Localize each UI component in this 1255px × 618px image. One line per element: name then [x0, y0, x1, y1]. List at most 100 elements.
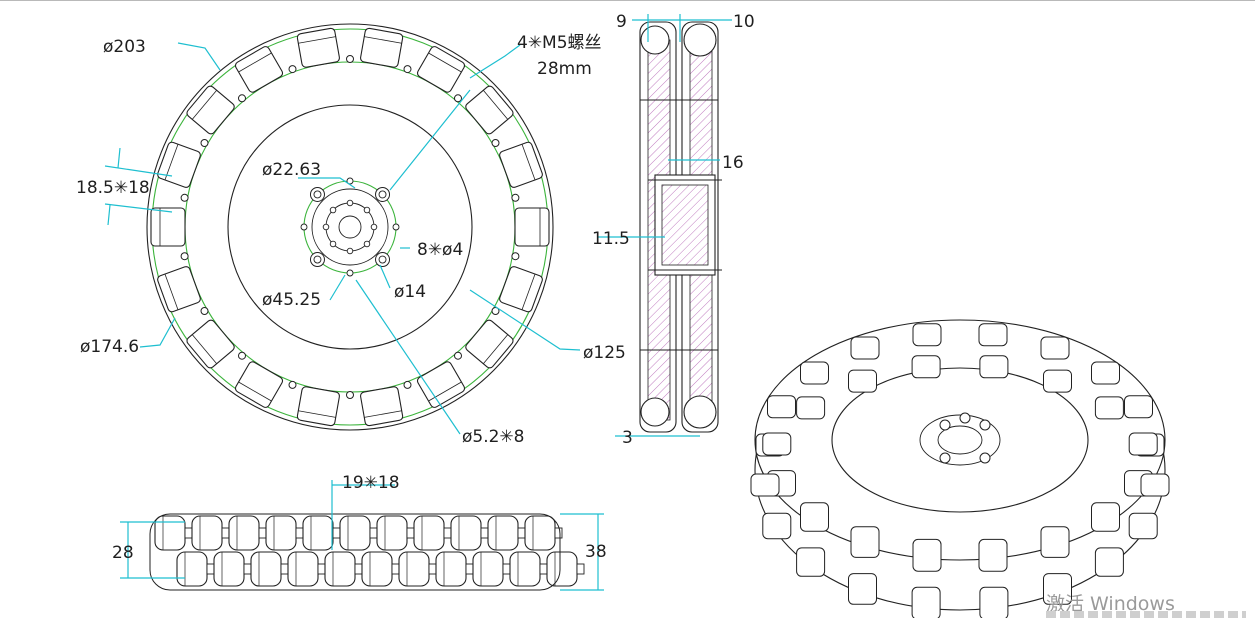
side-section-view: [639, 21, 722, 433]
iso-roller: [762, 432, 792, 456]
roller: [499, 266, 543, 313]
roller-axle-hole: [403, 380, 412, 389]
bottom-axle: [258, 527, 267, 539]
front-leaders: [104, 42, 581, 435]
roller-edge: [238, 52, 272, 73]
label-d203: ø203: [103, 37, 146, 57]
iso-roller: [1091, 361, 1120, 385]
roller-axle-hole: [454, 351, 462, 360]
roller: [234, 46, 284, 93]
roller-edge: [238, 381, 272, 402]
pin-hole: [329, 240, 337, 248]
label-side-10: 10: [733, 12, 755, 32]
bottom-roller: [324, 551, 356, 587]
isometric-rollers: [750, 323, 1170, 618]
bottom-roller: [435, 551, 467, 587]
pin-hole: [322, 223, 330, 231]
iso-hub-bolt: [979, 419, 991, 431]
roller-ring: [150, 27, 550, 427]
roller-axle-hole: [180, 252, 189, 261]
hub-flange: [311, 188, 389, 266]
bottom-axle: [576, 563, 585, 575]
iso-roller: [1128, 432, 1158, 456]
bottom-leaders: [120, 480, 604, 591]
roller-axle-hole: [346, 391, 354, 399]
bolt-hole: [375, 252, 391, 268]
pin-hole: [346, 247, 354, 255]
iso-roller: [912, 323, 942, 347]
bolt-hole: [309, 252, 325, 268]
label-d22-63: ø22.63: [262, 160, 321, 180]
iso-roller: [1040, 336, 1070, 360]
bottom-axle: [354, 563, 363, 575]
bottom-axle: [295, 527, 304, 539]
bottom-roller: [287, 551, 319, 587]
bottom-axle: [221, 527, 230, 539]
label-roller-size: 18.5✳18: [76, 178, 150, 198]
iso-hub-bolt: [959, 412, 971, 424]
bottom-axle: [428, 563, 437, 575]
roller: [150, 207, 186, 247]
roller-body: [150, 207, 186, 247]
iso-roller: [767, 395, 796, 419]
front-dimension-labels: ø203 4✳M5螺丝 28mm ø22.63 18.5✳18 8✳ø4 ø45…: [76, 33, 626, 447]
bottom-roller: [191, 515, 223, 551]
bottom-roller: [472, 551, 504, 587]
iso-roller: [1091, 502, 1120, 532]
pin-hole: [346, 199, 354, 207]
small-hole: [392, 223, 400, 231]
bottom-axle: [465, 563, 474, 575]
iso-roller: [979, 355, 1009, 379]
roller-edge: [364, 36, 402, 44]
roller-edge: [191, 90, 217, 120]
small-hole: [300, 223, 308, 231]
bottom-axle: [539, 563, 548, 575]
label-side-3: 3: [622, 428, 633, 448]
iso-roller: [848, 573, 877, 605]
label-pin-holes: 8✳ø4: [417, 240, 463, 260]
bottom-roller-view: [149, 513, 585, 591]
roller-body: [234, 46, 284, 93]
bolt-hole-inner: [378, 190, 387, 199]
bottom-roller: [524, 515, 556, 551]
iso-roller: [750, 473, 780, 497]
hub-holes: [300, 177, 400, 277]
bottom-roller: [213, 551, 245, 587]
roller: [186, 319, 235, 369]
roller-axle-hole: [180, 193, 189, 202]
roller-axle-hole: [403, 65, 412, 74]
bottom-axle: [206, 563, 215, 575]
bottom-roller: [487, 515, 519, 551]
hub-plate-circle: [227, 104, 473, 350]
roller-body: [499, 266, 543, 313]
iso-roller: [848, 369, 877, 393]
watermark-subtext: [1046, 611, 1246, 618]
roller-body: [465, 85, 514, 135]
roller: [296, 386, 340, 427]
iso-roller: [912, 538, 942, 572]
center-bore: [338, 215, 362, 239]
window-top-border: [0, 0, 1255, 1]
bolt-hole-inner: [378, 255, 387, 264]
roller-axle-hole: [346, 55, 354, 63]
iso-roller: [1043, 369, 1072, 393]
roller: [157, 266, 201, 313]
roller: [360, 386, 404, 427]
iso-hub-bolt: [939, 452, 951, 464]
iso-roller: [796, 547, 826, 577]
roller-axle-hole: [238, 351, 246, 360]
bottom-axle: [369, 527, 378, 539]
bottom-axle: [554, 527, 563, 539]
bottom-roller: [228, 515, 260, 551]
roller-body: [416, 361, 466, 408]
bottom-axle: [480, 527, 489, 539]
roller-edge: [483, 90, 509, 120]
bottom-roller: [361, 551, 393, 587]
roller-body: [157, 266, 201, 313]
iso-roller: [1094, 396, 1124, 420]
label-side-11-5: 11.5: [592, 229, 630, 249]
roller: [234, 361, 284, 408]
roller-edge: [483, 334, 509, 364]
bolt-hole-inner: [313, 255, 322, 264]
